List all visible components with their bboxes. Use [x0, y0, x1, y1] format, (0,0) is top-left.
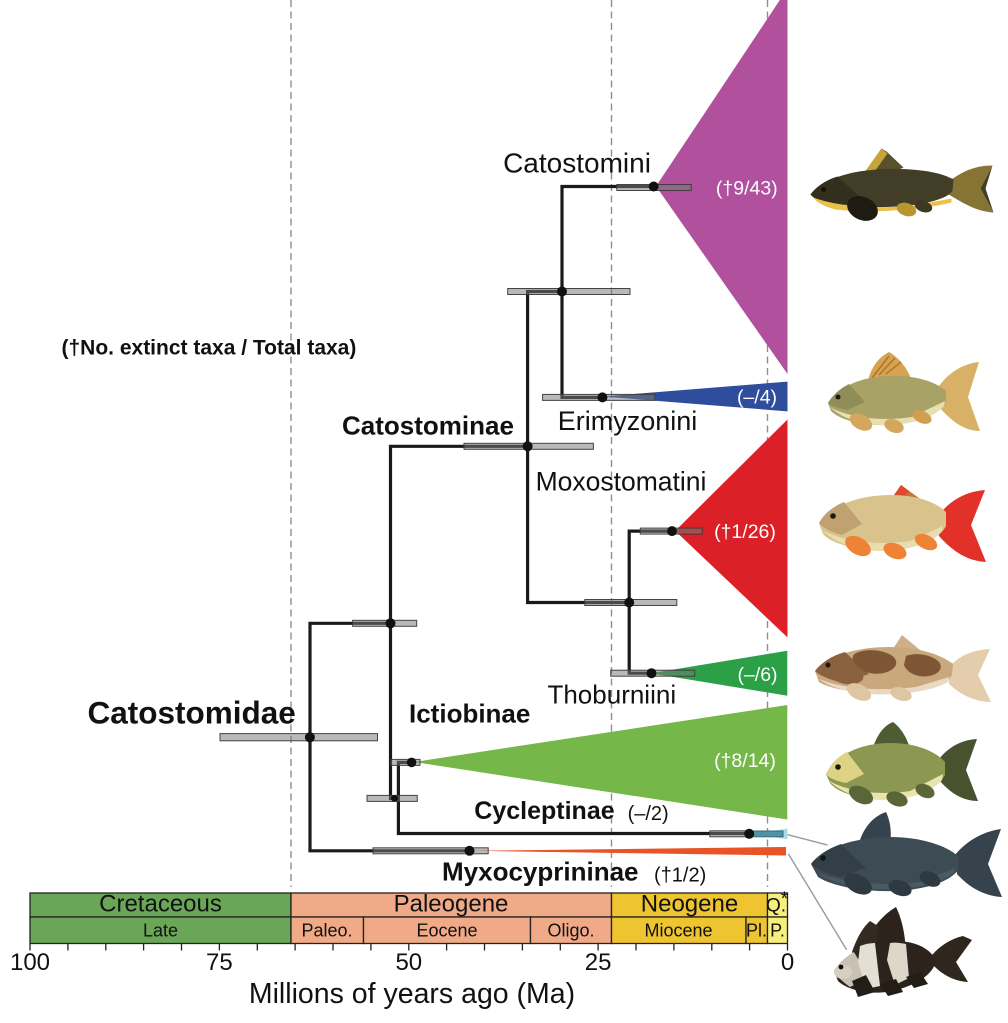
- svg-text:(†No. extinct taxa / Total tax: (†No. extinct taxa / Total taxa): [62, 337, 357, 360]
- svg-text:(†8/14): (†8/14): [714, 750, 776, 772]
- svg-text:(†1/26): (†1/26): [714, 521, 776, 543]
- svg-text:100: 100: [10, 949, 50, 976]
- svg-text:Millions of years ago (Ma): Millions of years ago (Ma): [249, 978, 575, 1010]
- svg-text:Neogene: Neogene: [641, 891, 738, 918]
- svg-text:50: 50: [395, 949, 422, 976]
- svg-text:Thoburniini: Thoburniini: [547, 680, 676, 710]
- svg-text:Catostomini: Catostomini: [503, 148, 651, 179]
- svg-text:*: *: [781, 889, 789, 910]
- svg-text:Cycleptinae: Cycleptinae: [474, 797, 614, 825]
- svg-text:Cretaceous: Cretaceous: [99, 891, 222, 918]
- svg-text:P.: P.: [770, 921, 785, 941]
- svg-text:Myxocyprininae: Myxocyprininae: [442, 857, 639, 887]
- svg-text:(–/6): (–/6): [737, 664, 777, 686]
- svg-text:Paleo.: Paleo.: [301, 921, 352, 941]
- svg-text:Pl.: Pl.: [746, 921, 767, 941]
- svg-text:Ictiobinae: Ictiobinae: [409, 699, 530, 729]
- svg-text:Oligo.: Oligo.: [547, 921, 594, 941]
- svg-text:Erimyzonini: Erimyzonini: [558, 406, 698, 436]
- svg-text:Catostomidae: Catostomidae: [88, 695, 296, 731]
- svg-text:(–/2): (–/2): [628, 803, 669, 825]
- svg-text:0: 0: [781, 949, 794, 976]
- svg-text:Eocene: Eocene: [416, 921, 477, 941]
- svg-text:75: 75: [206, 949, 233, 976]
- svg-text:Miocene: Miocene: [644, 921, 712, 941]
- svg-text:Late: Late: [143, 920, 178, 940]
- svg-text:Paleogene: Paleogene: [394, 891, 509, 918]
- svg-text:Moxostomatini: Moxostomatini: [536, 467, 707, 497]
- svg-text:(–/4): (–/4): [737, 387, 777, 409]
- svg-text:Catostominae: Catostominae: [342, 411, 514, 441]
- svg-text:25: 25: [585, 949, 612, 976]
- svg-text:Q.: Q.: [766, 896, 786, 917]
- svg-text:(†1/2): (†1/2): [654, 865, 706, 887]
- svg-text:(†9/43): (†9/43): [716, 178, 778, 200]
